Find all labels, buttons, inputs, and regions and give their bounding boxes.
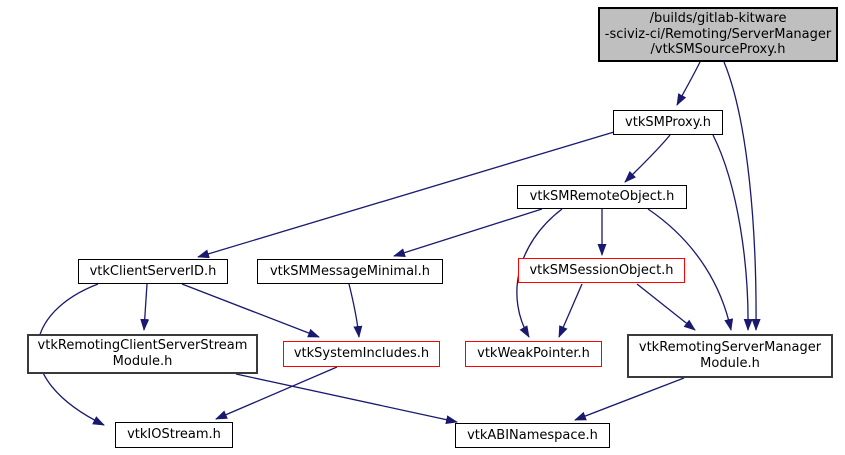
edge-client-server-id-to-system-includes	[181, 283, 320, 338]
node-label: vtkSMRemoteObject.h	[529, 189, 675, 205]
node-label-line: Module.h	[112, 354, 173, 369]
node-vtksmsessionobject[interactable]: vtkSMSessionObject.h	[518, 258, 685, 283]
node-vtkabinamespace[interactable]: vtkABINamespace.h	[455, 423, 610, 448]
node-label-line: Module.h	[700, 356, 760, 371]
node-label-line: vtkRemotingServerManager	[638, 340, 822, 356]
node-label: vtkABINamespace.h	[467, 427, 598, 443]
edge-source-proxy-to-sm-proxy	[676, 61, 701, 106]
node-label: vtkIOStream.h	[127, 427, 221, 443]
node-vtkweakpointer[interactable]: vtkWeakPointer.h	[465, 341, 602, 367]
edge-session-object-to-server-manager-module	[636, 283, 696, 331]
node-vtkremotingservermanagermodule[interactable]: vtkRemotingServerManager Module.h	[627, 334, 833, 378]
node-label: vtkSMSessionObject.h	[529, 262, 674, 278]
node-vtkclientserverid[interactable]: vtkClientServerID.h	[78, 259, 228, 284]
node-vtksmmessageminimal[interactable]: vtkSMMessageMinimal.h	[257, 259, 443, 284]
node-label: vtkSystemIncludes.h	[293, 346, 430, 362]
node-label: vtkClientServerID.h	[89, 263, 217, 279]
node-vtkiostream[interactable]: vtkIOStream.h	[115, 422, 233, 448]
node-label-line: /builds/gitlab-kitware	[649, 10, 787, 26]
edge-session-object-to-weak-pointer	[558, 283, 583, 338]
node-label-line: vtkRemotingClientServerStream	[37, 338, 248, 354]
edge-system-includes-to-io-stream	[215, 366, 338, 420]
edge-sm-proxy-to-client-server-id	[197, 131, 615, 259]
node-vtksystemincludes[interactable]: vtkSystemIncludes.h	[283, 341, 440, 367]
node-vtksmsourceproxy[interactable]: /builds/gitlab-kitware -sciviz-ci/Remoti…	[598, 7, 838, 62]
edge-message-minimal-to-system-includes	[348, 283, 363, 338]
edge-remote-object-to-message-minimal	[393, 208, 543, 257]
node-vtksmproxy[interactable]: vtkSMProxy.h	[613, 110, 723, 135]
edge-remote-object-to-server-manager-module	[647, 208, 734, 331]
node-vtksmremoteobject[interactable]: vtkSMRemoteObject.h	[517, 185, 687, 209]
node-label-line: -sciviz-ci/Remoting/ServerManager	[604, 26, 832, 42]
edge-stream-module-to-abi-namespace	[235, 373, 458, 425]
edge-source-proxy-to-server-manager-module	[723, 61, 761, 331]
edge-server-manager-module-to-abi-namespace	[574, 377, 685, 421]
node-vtkremotingclientserverstreammodule[interactable]: vtkRemotingClientServerStream Module.h	[27, 334, 258, 374]
edge-client-server-id-to-stream-module	[140, 283, 150, 331]
node-label: vtkWeakPointer.h	[477, 346, 590, 362]
node-label: vtkSMMessageMinimal.h	[269, 263, 431, 279]
node-label-line: /vtkSMSourceProxy.h	[650, 42, 786, 58]
edge-sm-proxy-to-server-manager-module	[712, 134, 753, 331]
edge-sm-proxy-to-remote-object	[624, 134, 671, 183]
node-label: vtkSMProxy.h	[625, 114, 711, 130]
